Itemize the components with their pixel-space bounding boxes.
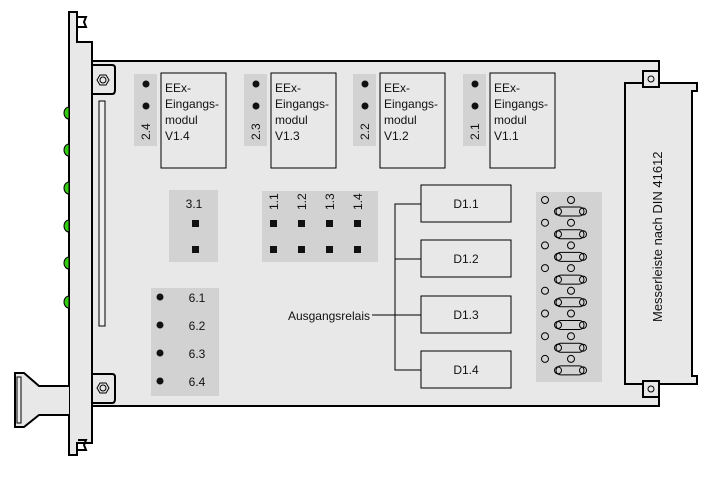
module-text: modul <box>494 113 527 127</box>
wire-bridge <box>555 206 585 217</box>
status-led-icon <box>63 143 70 157</box>
panel-clip-top <box>78 16 88 28</box>
relay-group-label: Ausgangsrelais <box>288 309 370 323</box>
relay-label: D1.2 <box>453 252 479 266</box>
wire-bridge <box>555 251 585 262</box>
jumper-6-label: 6.3 <box>189 347 206 361</box>
connector-label: Messerleiste nach DIN 41612 <box>650 151 665 322</box>
wire-bridge <box>555 342 585 353</box>
jumper-3-label: 3.1 <box>186 197 203 211</box>
bridge-field <box>536 192 602 382</box>
module-text: EEx- <box>275 81 301 95</box>
screw-top <box>91 64 116 95</box>
module-text: EEx- <box>494 81 520 95</box>
relay-label: D1.3 <box>453 308 479 322</box>
input-module <box>489 72 556 169</box>
module-jumper-label: 2.3 <box>249 123 263 140</box>
front-panel <box>68 11 93 456</box>
output-relay <box>420 239 512 278</box>
jumper-6-block <box>151 288 219 396</box>
light-guide-strip <box>98 100 106 327</box>
wire-bridge <box>555 229 585 240</box>
output-relay <box>420 350 512 389</box>
module-jumper-label: 2.4 <box>139 123 153 140</box>
input-module <box>270 72 337 169</box>
output-relay <box>420 184 512 223</box>
module-text: Eingangs- <box>384 97 438 111</box>
connector-screw-top <box>642 70 660 88</box>
wire-bridge <box>555 274 585 285</box>
jumper-6-label: 6.4 <box>189 375 206 389</box>
module-text: EEx- <box>384 81 410 95</box>
input-module <box>379 72 446 169</box>
module-text: V1.2 <box>384 129 409 143</box>
module-text: modul <box>165 113 198 127</box>
module-jumper-block <box>353 74 376 146</box>
connector-screw-bottom <box>642 380 660 398</box>
module-text: Eingangs- <box>165 97 219 111</box>
relay-bracket <box>372 203 421 371</box>
output-relay <box>420 295 512 334</box>
wire-bridge <box>555 297 585 308</box>
module-text: EEx- <box>165 81 191 95</box>
wire-bridge <box>555 320 585 330</box>
status-led-icon <box>63 181 70 195</box>
input-module <box>160 72 227 169</box>
handle <box>14 372 69 428</box>
status-led-icon <box>63 256 70 270</box>
module-text: V1.3 <box>275 129 300 143</box>
module-text: V1.1 <box>494 129 519 143</box>
jumper-1-label: 1.1 <box>267 193 281 210</box>
jumper-1-label: 1.3 <box>323 193 337 210</box>
relay-label: D1.4 <box>453 363 479 377</box>
module-text: modul <box>384 113 417 127</box>
status-led-icon <box>63 106 70 120</box>
module-text: Eingangs- <box>494 97 548 111</box>
status-led-icon <box>63 295 70 309</box>
module-jumper-block <box>463 74 486 146</box>
jumper-1-label: 1.4 <box>351 193 365 210</box>
screw-bottom <box>91 373 116 404</box>
module-jumper-label: 2.1 <box>468 123 482 140</box>
status-led-icon <box>63 219 70 233</box>
module-jumper-label: 2.2 <box>358 123 372 140</box>
module-jumper-block <box>244 74 267 146</box>
module-text: modul <box>275 113 308 127</box>
handle-grip <box>16 376 22 424</box>
panel-clip-bottom <box>78 439 88 451</box>
jumper-6-label: 6.2 <box>189 319 206 333</box>
jumper-6-label: 6.1 <box>189 291 206 305</box>
jumper-1-label: 1.2 <box>295 193 309 210</box>
wire-bridge <box>555 365 585 376</box>
module-text: V1.4 <box>165 129 190 143</box>
module-text: Eingangs- <box>275 97 329 111</box>
module-jumper-block <box>134 74 157 146</box>
relay-label: D1.1 <box>453 197 479 211</box>
